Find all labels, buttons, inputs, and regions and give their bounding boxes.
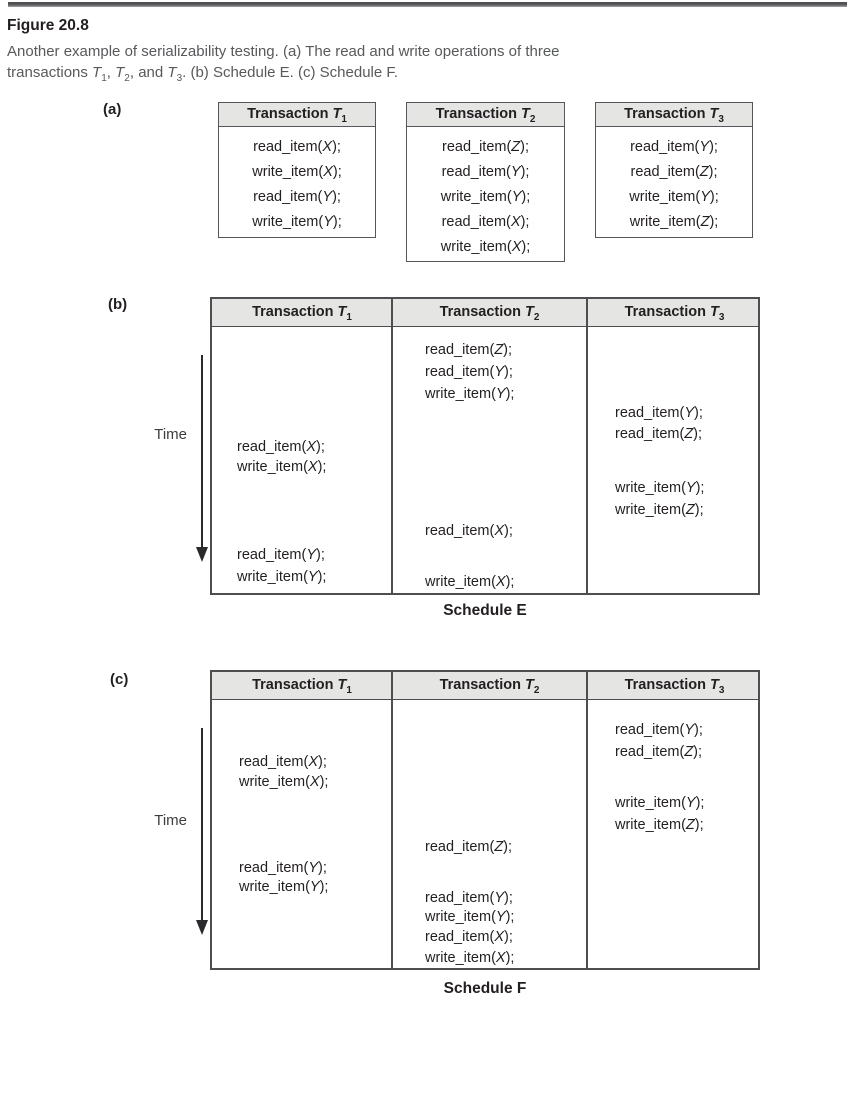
schedule-e-table: Transaction T1 Transaction T2 Transaction … [210, 297, 760, 595]
schedule-op: write_item(X); [237, 459, 327, 475]
time-label-b: Time [154, 426, 187, 443]
part-c-label: (c) [110, 671, 129, 688]
transaction-op: write_item(Z); [629, 214, 719, 230]
column-divider [391, 672, 393, 968]
schedule-op: write_item(Z); [615, 502, 704, 518]
schedule-header-row [212, 672, 758, 700]
time-label-c: Time [154, 812, 187, 829]
schedule-f-table: Transaction T1 Transaction T2 Transaction … [210, 670, 760, 970]
part-a-label: (a) [103, 101, 122, 118]
transaction-table-header: Transaction T1 [219, 103, 375, 127]
transaction-op: read_item(Z); [441, 139, 530, 155]
schedule-op: write_item(Y); [425, 386, 515, 402]
column-divider [586, 299, 588, 593]
schedule-e-caption: Schedule E [443, 602, 527, 619]
schedule-column-header: Transaction T2 [439, 304, 540, 323]
schedule-op: write_item(X); [425, 574, 515, 590]
schedule-op: write_item(Y); [237, 569, 327, 585]
schedule-op: read_item(X); [425, 523, 513, 539]
transaction-table-T2: Transaction T2 read_item(Z); read_item(Y);… [406, 102, 565, 262]
transaction-ops: read_item(X); write_item(X); read_item(Y);… [219, 127, 375, 235]
schedule-column-header: Transaction T3 [624, 304, 725, 323]
schedule-op: read_item(Y); [237, 547, 325, 563]
schedule-column-header: Transaction T3 [624, 677, 725, 696]
schedule-op: read_item(X); [239, 754, 327, 770]
schedule-column-header: Transaction T1 [252, 677, 352, 696]
time-arrow-line-c [201, 728, 203, 921]
time-arrow-head-b [196, 547, 208, 562]
transaction-op: read_item(Y); [441, 164, 530, 180]
figure-caption-line2: transactions T1, T2, and T3. (b) Schedul… [7, 64, 399, 84]
transaction-table-header: Transaction T3 [596, 103, 752, 127]
transaction-table-T3: Transaction T3 read_item(Y); read_item(Z);… [595, 102, 753, 238]
transaction-op: read_item(Y); [630, 139, 718, 155]
schedule-op: read_item(Z); [615, 426, 703, 442]
top-rule [8, 2, 847, 7]
schedule-column-header: Transaction T1 [252, 304, 352, 323]
transaction-op: write_item(Y); [629, 189, 719, 205]
schedule-f-caption: Schedule F [443, 980, 527, 997]
schedule-op: read_item(Z); [615, 744, 703, 760]
schedule-op: read_item(X); [425, 929, 513, 945]
transaction-op: write_item(Y); [252, 214, 342, 230]
column-divider [391, 299, 393, 593]
schedule-op: read_item(Y); [615, 722, 703, 738]
figure-title: Figure 20.8 [7, 17, 89, 34]
transaction-table-T1: Transaction T1 read_item(X); write_item(X)… [218, 102, 376, 238]
schedule-op: read_item(Y); [425, 364, 513, 380]
schedule-column-header: Transaction T2 [439, 677, 540, 696]
schedule-op: write_item(Y); [615, 795, 705, 811]
schedule-op: write_item(X); [239, 774, 329, 790]
schedule-op: write_item(Y); [239, 879, 329, 895]
time-arrow-line-b [201, 355, 203, 548]
schedule-op: read_item(Z); [425, 839, 513, 855]
transaction-op: read_item(Z); [630, 164, 718, 180]
transaction-op: write_item(X); [252, 164, 342, 180]
schedule-header-row [212, 299, 758, 327]
transaction-ops: read_item(Y); read_item(Z); write_item(Y);… [596, 127, 752, 235]
figure-caption: Another example of serializability testi… [7, 41, 647, 84]
schedule-op: read_item(Y); [615, 405, 703, 421]
transaction-table-header: Transaction T2 [407, 103, 564, 127]
time-arrow-head-c [196, 920, 208, 935]
figure-caption-line1: Another example of serializability testi… [7, 43, 560, 60]
transaction-op: write_item(Y); [440, 189, 531, 205]
transaction-op: read_item(X); [441, 214, 530, 230]
column-divider [586, 672, 588, 968]
schedule-op: read_item(Y); [239, 860, 327, 876]
schedule-op: read_item(X); [237, 439, 325, 455]
schedule-op: write_item(Y); [615, 480, 705, 496]
schedule-op: read_item(Y); [425, 890, 513, 906]
schedule-op: write_item(X); [425, 950, 515, 966]
transaction-op: read_item(X); [253, 139, 341, 155]
schedule-op: write_item(Y); [425, 909, 515, 925]
transaction-op: read_item(Y); [253, 189, 341, 205]
transaction-op: write_item(X); [440, 239, 531, 255]
schedule-op: write_item(Z); [615, 817, 704, 833]
schedule-op: read_item(Z); [425, 342, 513, 358]
transaction-ops: read_item(Z); read_item(Y); write_item(Y);… [407, 127, 564, 260]
part-b-label: (b) [108, 296, 128, 313]
